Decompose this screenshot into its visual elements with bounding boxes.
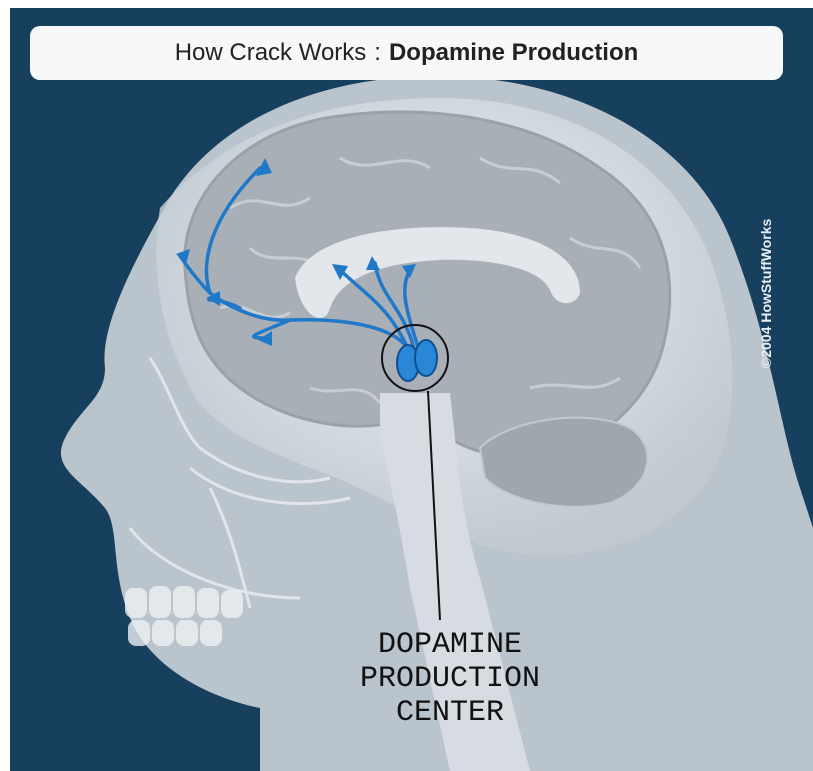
callout-line-3: CENTER [310, 696, 590, 730]
callout-label: DOPAMINE PRODUCTION CENTER [310, 628, 590, 730]
diagram-frame: How Crack Works : Dopamine Production ©2… [10, 8, 813, 771]
callout-line-2: PRODUCTION [310, 662, 590, 696]
title-emphasis: Dopamine Production [389, 39, 638, 67]
dopamine-nuclei [397, 340, 437, 381]
title-separator: : [374, 39, 381, 67]
copyright-notice: ©2004 HowStuffWorks [758, 168, 778, 368]
callout-line-1: DOPAMINE [310, 628, 590, 662]
title-prefix: How Crack Works [175, 39, 367, 67]
page-title: How Crack Works : Dopamine Production [30, 26, 783, 80]
